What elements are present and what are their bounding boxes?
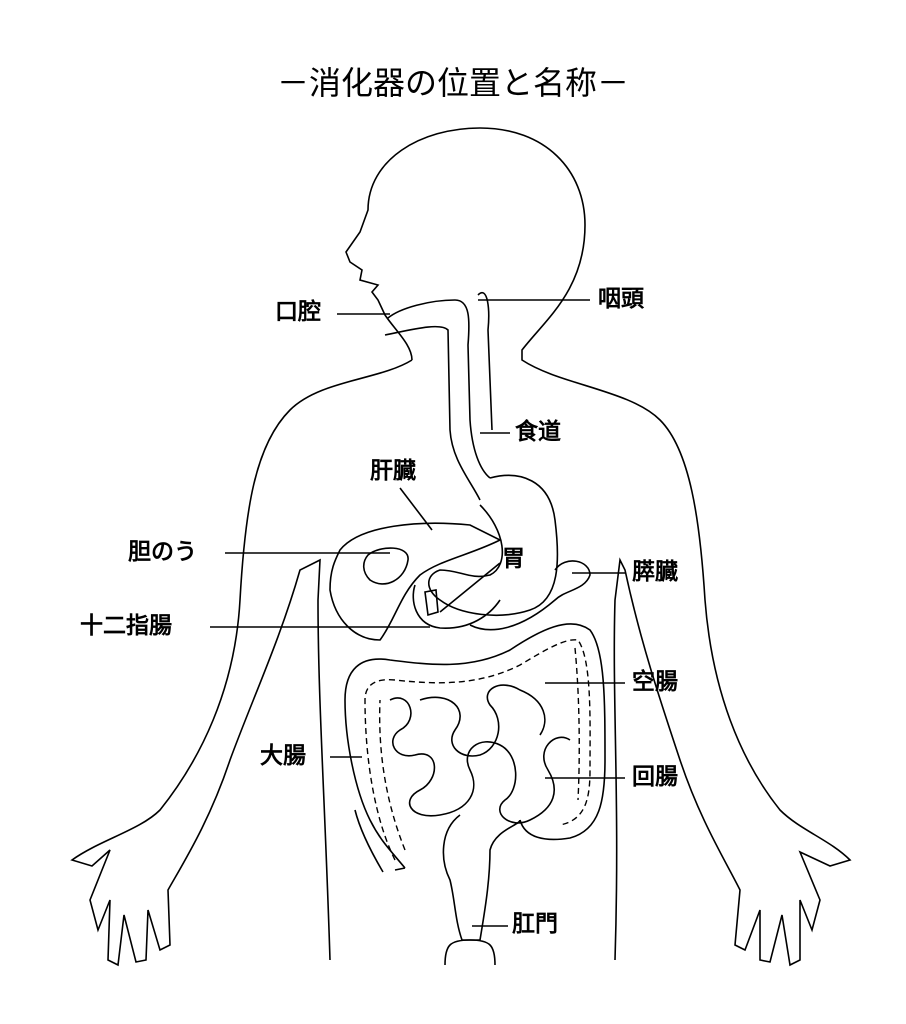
label-stomach: 胃	[502, 546, 525, 572]
label-oral-cavity: 口腔	[275, 299, 321, 325]
label-esophagus: 食道	[515, 419, 561, 445]
leader-lines	[210, 299, 625, 927]
large-intestine-dashed-line	[364, 639, 591, 861]
liver-shape	[329, 522, 502, 641]
label-pharynx: 咽頭	[598, 286, 644, 312]
pancreas-shape	[469, 560, 591, 631]
gallbladder-shape	[362, 547, 409, 585]
diagram-title: －消化器の位置と名称－	[276, 64, 629, 102]
label-jejunum: 空腸	[632, 669, 678, 695]
stomach-shape	[427, 474, 559, 616]
label-gallbladder: 胆のう	[128, 539, 197, 565]
rectum-shape	[442, 814, 521, 941]
label-anus: 肛門	[512, 911, 558, 937]
small-intestine-shape	[389, 684, 571, 824]
label-pancreas: 膵臓	[632, 559, 678, 585]
label-liver: 肝臓	[370, 458, 416, 484]
duodenum-shape	[412, 584, 501, 629]
label-ileum: 回腸	[632, 764, 678, 790]
body-outline	[70, 127, 852, 967]
pelvis-base	[444, 939, 496, 966]
label-duodenum: 十二指腸	[80, 613, 172, 639]
esophagus-shape	[384, 292, 493, 501]
label-large-intestine: 大腸	[260, 743, 306, 769]
large-intestine-shape	[344, 623, 606, 873]
